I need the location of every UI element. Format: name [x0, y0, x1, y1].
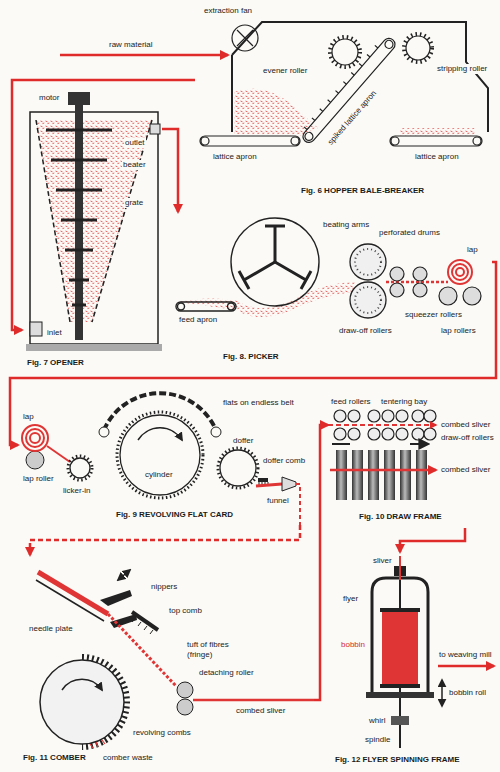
part-label: lattice apron: [212, 152, 258, 162]
part-label: motor: [38, 93, 60, 103]
part-label: raw material: [108, 40, 154, 50]
figure-caption: Fig. 9 REVOLVING FLAT CARD: [115, 510, 234, 520]
figure-panel: Fig. 8. PICKER: [170, 212, 492, 372]
part-label: bobbin: [340, 640, 366, 650]
part-label: revolving combs: [132, 728, 192, 738]
part-label: lap rollers: [440, 326, 477, 336]
part-label: detaching roller: [198, 668, 255, 678]
part-label: top comb: [168, 606, 203, 616]
part-label: tentering bay: [380, 397, 428, 407]
part-label: draw-off rollers: [440, 433, 495, 443]
part-label: combed sliver: [440, 420, 491, 430]
part-label: licker-in: [62, 486, 92, 496]
part-label: tuft of fibres (fringe): [186, 640, 250, 660]
part-label: flyer: [342, 594, 359, 604]
figure-caption: Fig. 8. PICKER: [222, 352, 280, 362]
flow-line: [30, 525, 300, 555]
figure-caption: Fig. 12 FLYER SPINNING FRAME: [334, 755, 461, 765]
part-label: spiked lattice apron: [325, 88, 379, 148]
flow-line: [162, 129, 178, 212]
part-label: doffer: [232, 436, 254, 446]
part-label: combed sliver: [235, 706, 286, 716]
part-label: squeezer rollers: [404, 310, 463, 320]
part-label: outlet: [124, 138, 146, 148]
part-label: draw-off rollers: [338, 326, 393, 336]
part-label: bobbin roll: [448, 688, 487, 698]
part-label: to weaving mill: [438, 650, 492, 660]
part-label: evener roller: [262, 66, 308, 76]
part-label: beating arms: [322, 220, 370, 230]
part-label: flats on endless belt: [222, 398, 295, 408]
figure-panel: Fig. 12 FLYER SPINNING FRAME: [328, 552, 496, 770]
flow-line: [12, 80, 195, 330]
part-label: lattice apron: [414, 152, 460, 162]
part-label: needle plate: [28, 624, 74, 634]
part-label: nippers: [150, 582, 178, 592]
figure-panel: Fig. 6 HOPPER BALE-BREAKER: [195, 5, 490, 200]
part-label: inlet: [46, 328, 63, 338]
part-label: feed apron: [178, 315, 218, 325]
part-label: extraction fan: [203, 6, 253, 16]
part-label: spindle: [364, 735, 391, 745]
part-label: lap roller: [22, 474, 55, 484]
part-label: grate: [124, 198, 144, 208]
figure-panel: Fig. 10 DRAW FRAME: [328, 392, 496, 528]
part-label: doffer comb: [262, 456, 306, 466]
part-label: perforated drums: [378, 228, 441, 238]
part-label: combed sliver: [440, 465, 491, 475]
part-label: cylinder: [144, 470, 174, 480]
part-label: comber waste: [102, 753, 154, 763]
part-label: funnel: [266, 496, 290, 506]
flow-line: [400, 528, 465, 552]
part-label: whirl: [368, 716, 386, 726]
figure-caption: Fig. 6 HOPPER BALE-BREAKER: [300, 186, 425, 196]
figure-panel: Fig. 7 OPENER: [22, 88, 162, 375]
figure-caption: Fig. 7 OPENER: [26, 358, 85, 368]
flow-line: [314, 425, 328, 700]
figure-caption: Fig. 11 COMBER: [22, 753, 87, 763]
part-label: beater: [122, 160, 147, 170]
part-label: lap: [466, 245, 479, 255]
part-label: stripping roller: [436, 64, 488, 74]
part-label: lap: [22, 412, 35, 422]
part-label: sliver: [372, 556, 393, 566]
part-label: feed rollers: [330, 397, 372, 407]
flow-line: [10, 262, 496, 445]
figure-caption: Fig. 10 DRAW FRAME: [358, 512, 443, 522]
